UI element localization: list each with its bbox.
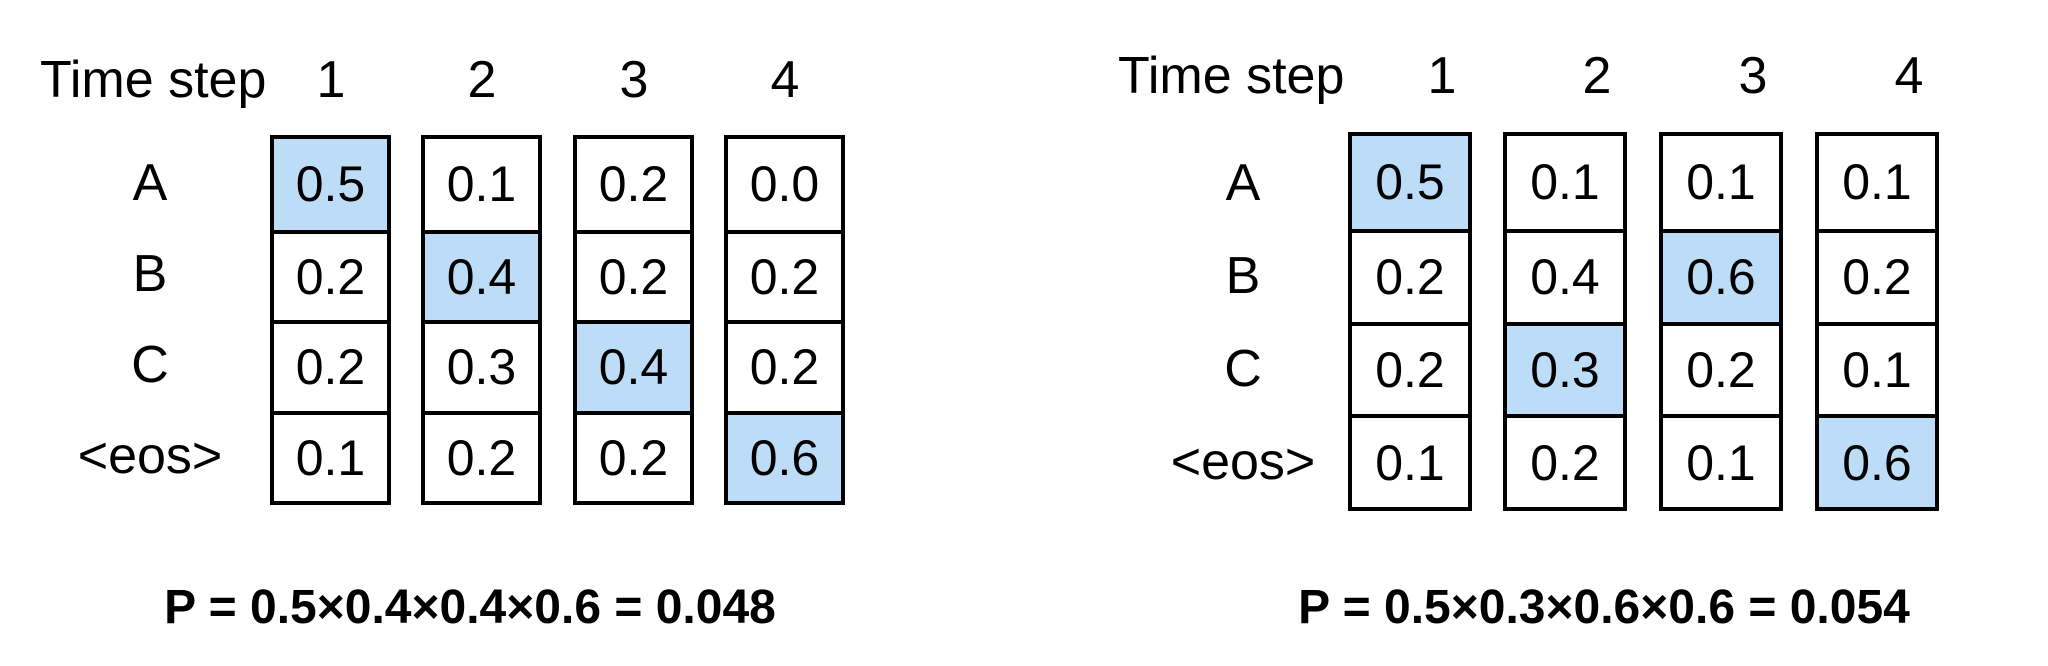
- prob-cell: 0.1: [1842, 154, 1912, 211]
- row-label-eos: <eos>: [1170, 433, 1316, 491]
- sequence-probability-formula: P = 0.5×0.3×0.6×0.6 = 0.054: [1298, 581, 1910, 634]
- prob-cell-selected: 0.6: [1819, 414, 1935, 507]
- prob-cell: 0.1: [1530, 154, 1600, 211]
- row-label-c: C: [131, 336, 169, 394]
- row-label-b: B: [1225, 247, 1261, 305]
- time-step-label: Time step: [1118, 47, 1345, 105]
- prob-cell-selected: 0.4: [577, 320, 690, 411]
- prob-cell: 0.2: [1819, 228, 1935, 322]
- prob-cell: 0.3: [425, 320, 538, 411]
- left-panel: Time step 1 2 3 4 A B C <eos> 0.5 0.2 0.…: [40, 51, 845, 634]
- prob-cell-selected: 0.5: [1352, 136, 1468, 229]
- sequence-probability-formula: P = 0.5×0.4×0.4×0.6 = 0.048: [164, 581, 776, 634]
- prob-cell: 0.1: [1352, 414, 1468, 507]
- probability-column-4: 0.1 0.2 0.1 0.6: [1815, 132, 1939, 511]
- probability-column-1: 0.5 0.2 0.2 0.1: [1348, 132, 1472, 511]
- prob-cell: 0.0: [749, 156, 820, 213]
- prob-cell: 0.4: [1507, 228, 1623, 322]
- prob-cell: 0.2: [577, 229, 690, 321]
- row-label-b: B: [132, 245, 168, 303]
- prob-cell: 0.1: [446, 156, 517, 213]
- row-label-c: C: [1224, 340, 1262, 398]
- prob-cell-selected: 0.3: [1507, 321, 1623, 415]
- prob-cell: 0.2: [274, 320, 387, 411]
- step-label-2: 2: [1582, 47, 1612, 105]
- probability-column-4: 0.0 0.2 0.2 0.6: [724, 135, 845, 505]
- row-label-a: A: [1225, 154, 1261, 212]
- probability-column-3: 0.1 0.6 0.2 0.1: [1659, 132, 1783, 511]
- prob-cell: 0.1: [274, 410, 387, 502]
- prob-cell: 0.1: [1819, 321, 1935, 415]
- row-label-a: A: [132, 154, 168, 212]
- step-label-4: 4: [1894, 47, 1924, 105]
- prob-cell: 0.2: [274, 229, 387, 321]
- prob-cell-selected: 0.4: [425, 229, 538, 320]
- prob-cell-selected: 0.6: [728, 410, 841, 501]
- prob-cell: 0.2: [1352, 228, 1468, 322]
- step-label-2: 2: [467, 51, 497, 109]
- prob-cell: 0.1: [1663, 414, 1779, 507]
- right-panel: Time step 1 2 3 4 A B C <eos> 0.5 0.2 0.…: [1024, 0, 2048, 666]
- prob-cell-selected: 0.5: [274, 139, 387, 230]
- step-label-1: 1: [316, 51, 346, 109]
- probability-column-2: 0.1 0.4 0.3 0.2: [1503, 132, 1627, 511]
- prob-cell: 0.2: [577, 410, 690, 502]
- prob-cell: 0.2: [1663, 321, 1779, 415]
- probability-column-2: 0.1 0.4 0.3 0.2: [421, 135, 542, 505]
- prob-cell: 0.2: [1507, 414, 1623, 507]
- step-label-1: 1: [1427, 47, 1457, 105]
- prob-cell: 0.2: [1352, 321, 1468, 415]
- probability-column-3: 0.2 0.2 0.4 0.2: [573, 135, 694, 505]
- prob-cell-selected: 0.6: [1663, 228, 1779, 322]
- prob-cell: 0.2: [728, 229, 841, 321]
- step-label-4: 4: [770, 51, 800, 109]
- prob-cell: 0.1: [1686, 154, 1756, 211]
- probability-column-1: 0.5 0.2 0.2 0.1: [270, 135, 391, 505]
- prob-cell: 0.2: [728, 320, 841, 411]
- step-label-3: 3: [619, 51, 649, 109]
- prob-cell: 0.2: [598, 156, 669, 213]
- time-step-label: Time step: [40, 51, 267, 109]
- step-label-3: 3: [1738, 47, 1768, 105]
- row-label-eos: <eos>: [77, 427, 223, 485]
- prob-cell: 0.2: [425, 410, 538, 502]
